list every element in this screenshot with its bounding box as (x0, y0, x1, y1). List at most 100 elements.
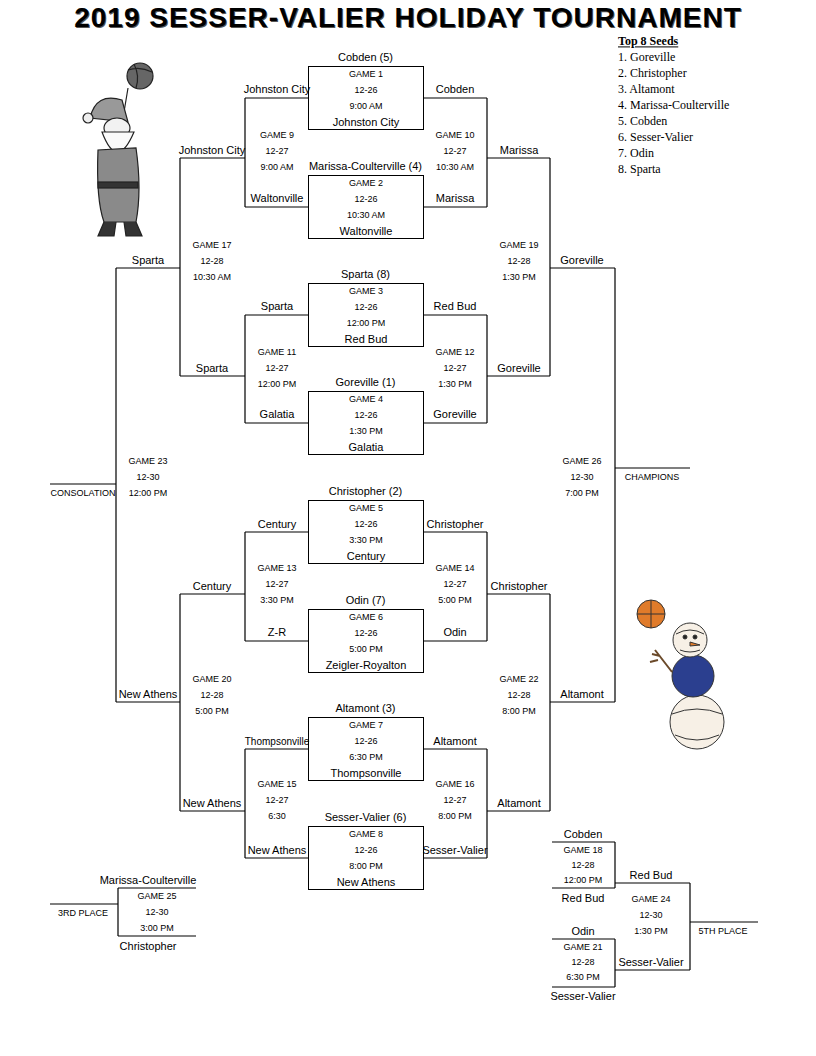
game-info: GAME 12 (435, 348, 474, 358)
game-info: 3RD PLACE (58, 909, 108, 919)
game-frame: GAME 212-2610:30 AMWaltonville (308, 175, 424, 239)
team-name: Goreville (560, 254, 603, 266)
game-info: GAME 14 (435, 564, 474, 574)
game-info: 12-27 (443, 796, 466, 806)
game-info: 12-26 (354, 86, 377, 96)
team-name: Christopher (491, 580, 548, 592)
game-info: 12-26 (354, 411, 377, 421)
opponent-name: Century (347, 550, 386, 562)
team-name: Sparta (261, 300, 293, 312)
ball-seam (676, 630, 704, 652)
opponent-name: Zeigler-Royalton (326, 659, 407, 671)
game-info: 12-28 (200, 257, 223, 267)
seed-item: 4. Marissa-Coulterville (618, 99, 729, 112)
seed-item: 6. Sesser-Valier (618, 131, 693, 144)
game-frame: GAME 512-263:30 PMCentury (308, 500, 424, 564)
game-info: GAME 16 (435, 780, 474, 790)
game-info: 1:30 PM (438, 380, 472, 390)
basketball (127, 63, 153, 89)
game-info: 3:00 PM (140, 924, 174, 934)
seed-item: 3. Altamont (618, 83, 675, 96)
game-box: GAME 512-263:30 PMCenturyChristopher (2) (290, 482, 441, 565)
team-name: Red Bud (434, 300, 477, 312)
game-info: 8:00 PM (349, 862, 383, 872)
game-info: GAME 9 (260, 131, 294, 141)
game-box: GAME 412-261:30 PMGalatiaGoreville (1) (290, 373, 441, 456)
snowman-base (670, 695, 724, 749)
game-info: 9:00 AM (349, 102, 382, 112)
game-info: GAME 2 (349, 179, 383, 189)
santa-boots (98, 222, 142, 236)
game-box: GAME 812-268:00 PMNew AthensSesser-Valie… (290, 808, 441, 891)
seed-item: 5. Cobden (618, 115, 667, 128)
game-info: 6:30 PM (349, 753, 383, 763)
team-name: Sesser-Valier (618, 956, 683, 968)
game-box: GAME 212-2610:30 AMWaltonvilleMarissa-Co… (290, 157, 441, 240)
seed-heading: Altamont (3) (336, 702, 396, 714)
game-box: GAME 312-2612:00 PMRed BudSparta (8) (290, 265, 441, 348)
game-info: GAME 5 (349, 504, 383, 514)
game-info: GAME 4 (349, 395, 383, 405)
ball-seam (128, 64, 152, 88)
opponent-name: Thompsonville (331, 767, 402, 779)
team-name: Z-R (268, 626, 286, 638)
game-info: 12-27 (443, 580, 466, 590)
game-frame: GAME 7 12-26 6:30 PM Thompsonville (308, 717, 424, 781)
game-info: 12-26 (354, 737, 377, 747)
game-info: 10:30 AM (436, 163, 474, 173)
game-info: 3:30 PM (349, 536, 383, 546)
game-info: 1:30 PM (634, 927, 668, 937)
game-info: 12:00 PM (258, 380, 297, 390)
game-info: 3:30 PM (260, 596, 294, 606)
team-name: Altamont (497, 797, 540, 809)
game-info: CHAMPIONS (625, 473, 680, 483)
game-box: GAME 7 12-26 6:30 PM Thompsonville Altamont … (290, 699, 441, 782)
seed-heading: Goreville (1) (336, 376, 396, 388)
game-info: 12-27 (265, 580, 288, 590)
opponent-name: Galatia (349, 441, 384, 453)
snowman-nose (690, 642, 700, 646)
game-info: 12-28 (571, 861, 594, 871)
game-info: 12-26 (354, 846, 377, 856)
basketball (637, 600, 665, 628)
game-info: 12:00 PM (129, 489, 168, 499)
game-info: 12:00 PM (347, 319, 386, 329)
game-info: GAME 10 (435, 131, 474, 141)
bracket-line (50, 98, 758, 987)
game-info: GAME 19 (499, 241, 538, 251)
game-info: GAME 23 (128, 457, 167, 467)
team-name: New Athens (119, 688, 178, 700)
game-info: 12-30 (570, 473, 593, 483)
game-info: GAME 7 (349, 721, 383, 731)
snowman-arm (650, 650, 672, 672)
team-name: Sparta (132, 254, 164, 266)
seed-item: 1. Goreville (618, 51, 675, 64)
team-name: Century (258, 518, 297, 530)
game-info: 8:00 PM (438, 812, 472, 822)
game-info: GAME 11 (258, 348, 296, 358)
game-info: 6:30 (268, 812, 286, 822)
game-info: 12-27 (443, 147, 466, 157)
game-info: 8:00 PM (502, 707, 536, 717)
game-info: GAME 17 (192, 241, 231, 251)
team-name: New Athens (183, 797, 242, 809)
team-name: Johnston City (179, 144, 246, 156)
santa-belt (98, 182, 138, 188)
game-info: 12-28 (507, 691, 530, 701)
snowman-eye (683, 635, 687, 639)
team-name: Marissa (436, 192, 475, 204)
team-name: Christopher (120, 940, 177, 952)
game-info: GAME 8 (349, 830, 383, 840)
game-info: 5TH PLACE (698, 927, 747, 937)
seed-heading: Christopher (2) (329, 485, 402, 497)
opponent-name: Johnston City (333, 116, 400, 128)
title: 2019 SESSER-VALIER HOLIDAY TOURNAMENT (0, 2, 816, 34)
seed-item: 2. Christopher (618, 67, 687, 80)
team-name: Odin (571, 925, 594, 937)
game-info: GAME 18 (563, 846, 602, 856)
team-name: Cobden (564, 828, 603, 840)
game-info: 12-26 (354, 303, 377, 313)
legend-heading: Top 8 Seeds (618, 35, 678, 48)
game-frame: GAME 812-268:00 PMNew Athens (308, 826, 424, 890)
game-info: GAME 24 (631, 895, 670, 905)
